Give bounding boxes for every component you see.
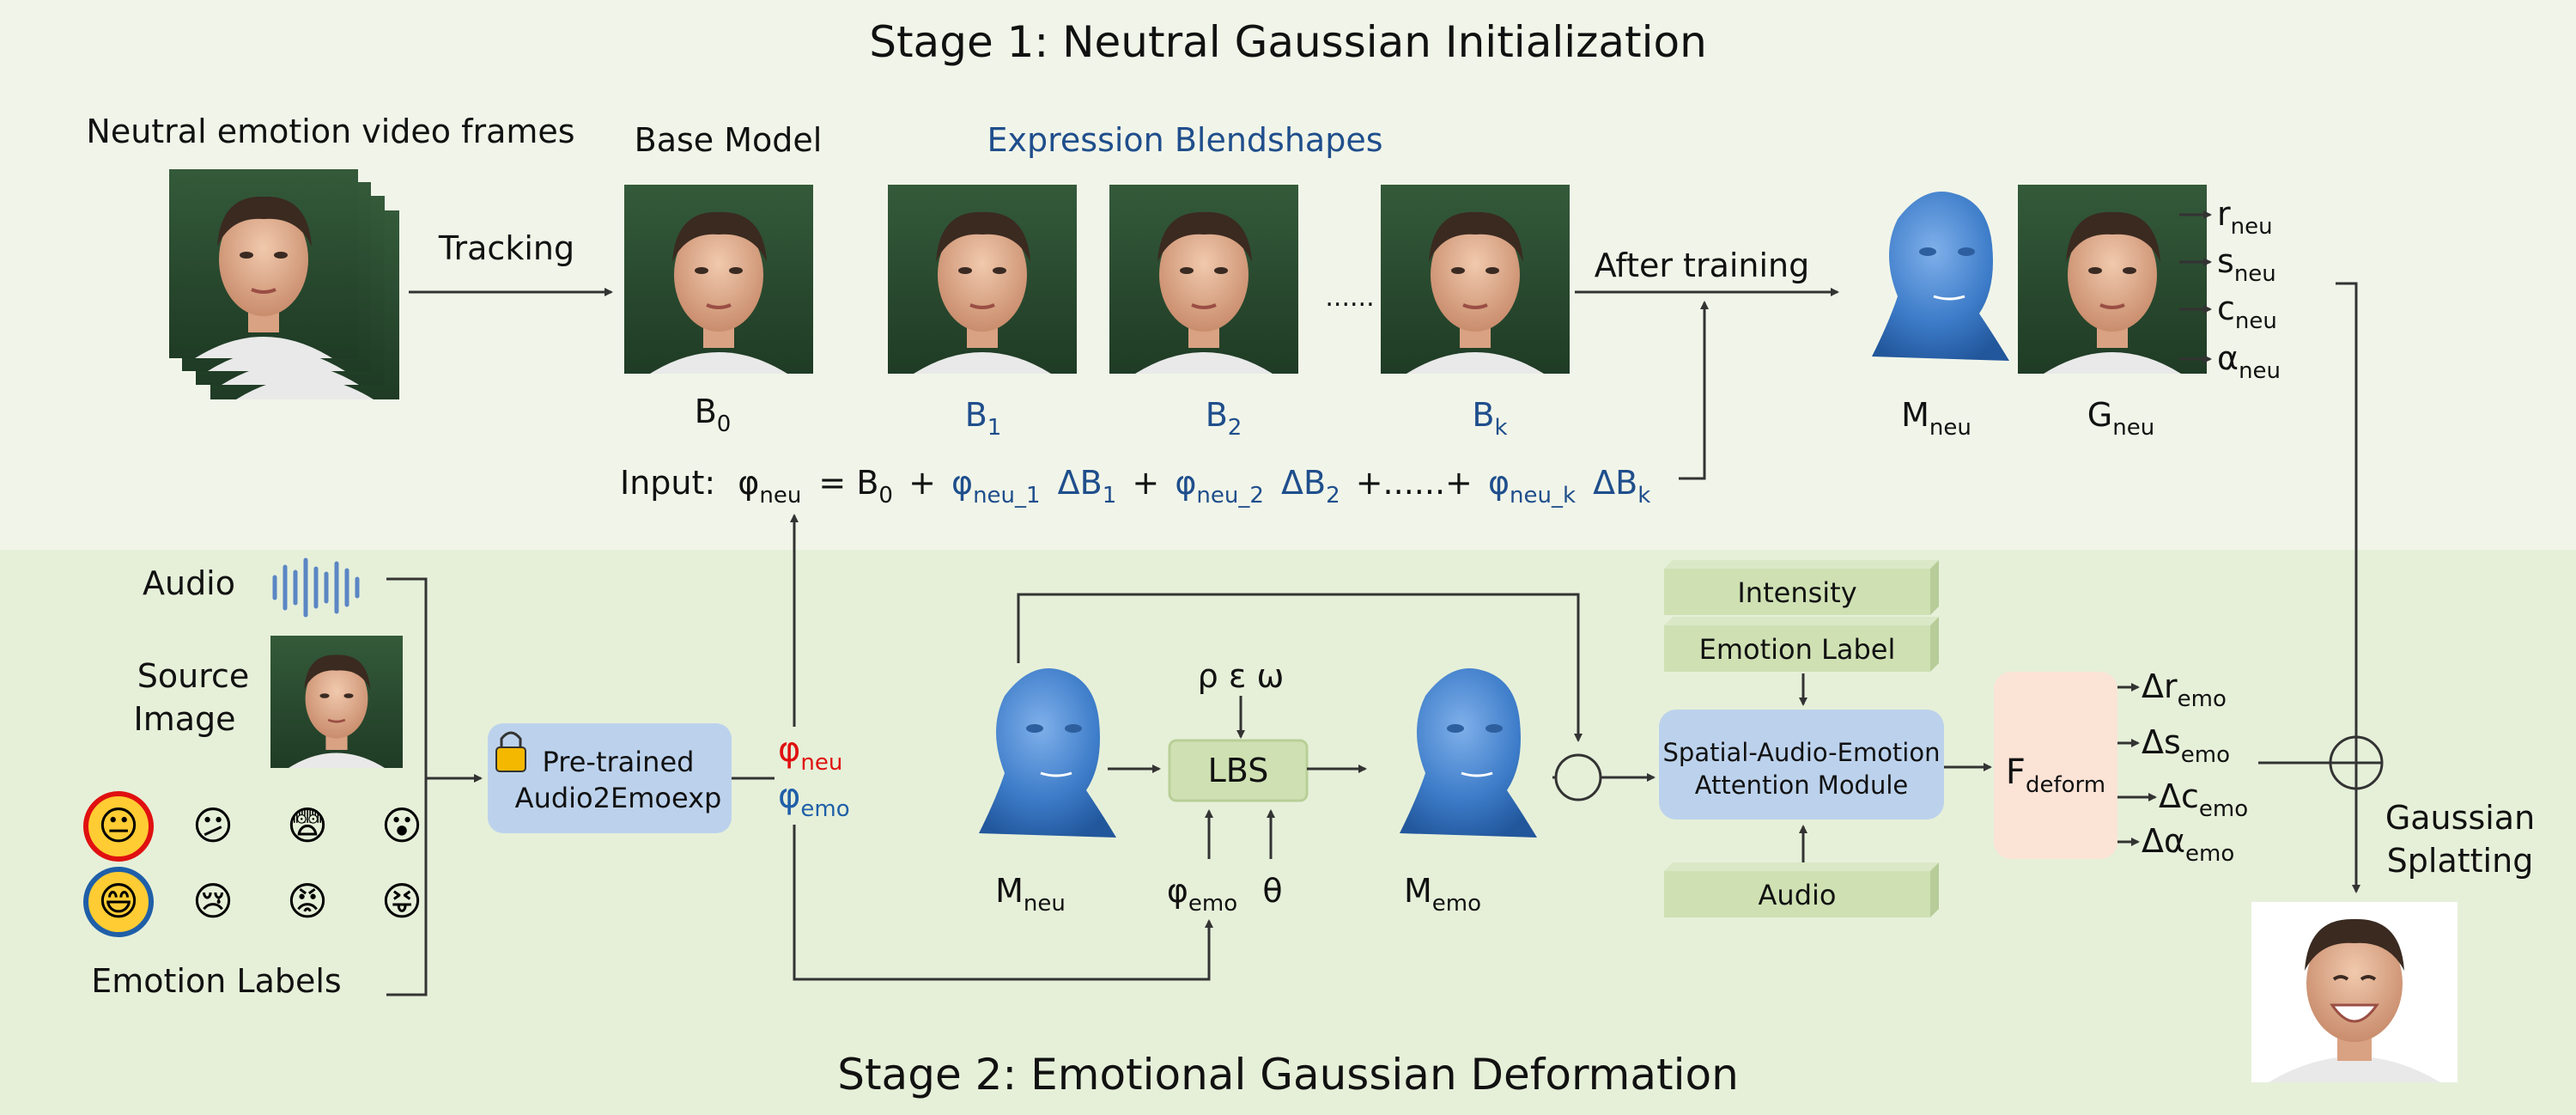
- audio-box: Audio: [1664, 862, 1939, 917]
- svg-text:Audio: Audio: [1759, 879, 1837, 911]
- formula: Input: φneu = B0 + φneu_1 ΔB1 + φneu_2 Δ…: [620, 464, 1650, 510]
- emotion-labels-label: Emotion Labels: [91, 962, 341, 1000]
- blendshapes-label: Expression Blendshapes: [987, 121, 1382, 159]
- neu-to-splat-line: [2336, 282, 2358, 740]
- bk-label: Bk: [1472, 396, 1507, 441]
- phi-emo-lbs-label: φemo: [1167, 872, 1237, 917]
- emo-deltas: Δremo Δsemo Δcemo Δαemo: [2117, 667, 2248, 867]
- lbs-label: LBS: [1208, 752, 1269, 789]
- b1-label: B1: [965, 396, 1002, 441]
- delta-s-emo-label: Δsemo: [2142, 723, 2230, 768]
- m-neu-label-stage2: Mneu: [995, 872, 1066, 917]
- fdeform-label: Fdeform: [2006, 752, 2105, 798]
- phi-neu-red: φneu: [778, 730, 842, 776]
- inputs-bracket: [386, 577, 428, 996]
- emoji-neutral: 😐: [98, 802, 139, 849]
- tracking-label: Tracking: [438, 229, 574, 267]
- audio-waveform-icon: [272, 558, 360, 618]
- emoji-confused: 😕: [192, 802, 234, 849]
- phi-emo-blue: φemo: [778, 777, 850, 822]
- oplus-circle: [2329, 735, 2384, 790]
- pretrained-box: [488, 723, 732, 833]
- pretrained-label-1: Pre-trained: [543, 746, 695, 778]
- emoji-angry: 😡: [287, 878, 328, 924]
- stage1-title: Stage 1: Neutral Gaussian Initialization: [869, 17, 1707, 67]
- b0-label: B0: [695, 393, 732, 437]
- source-image: [269, 634, 404, 770]
- blendshape-ellipsis: ......: [1325, 283, 1374, 313]
- attention-label-2: Attention Module: [1695, 771, 1909, 800]
- attention-label-1: Spatial-Audio-Emotion: [1663, 738, 1941, 767]
- lock-icon: [495, 731, 526, 772]
- fdeform-box: [1994, 672, 2117, 859]
- output-face-image: [2251, 902, 2458, 1082]
- after-training-label: After training: [1595, 247, 1810, 284]
- delta-r-emo-label: Δremo: [2142, 667, 2227, 712]
- stage2-title: Stage 2: Emotional Gaussian Deformation: [837, 1050, 1739, 1100]
- intensity-box: Intensity: [1664, 560, 1939, 615]
- emotion-emoji-grid: 😐 😕 😨 😮 😄 😢 😡 😝: [83, 791, 422, 937]
- svg-text:Intensity: Intensity: [1737, 576, 1856, 609]
- source-image-label-1: Source: [137, 657, 250, 695]
- lbs-params-label: ρ ε ω: [1198, 657, 1285, 695]
- blendshape-2-image: [1108, 183, 1300, 375]
- m-emo-label: Memo: [1404, 872, 1481, 917]
- formula-to-training-arrow: [1679, 301, 1709, 480]
- base-model-image: [623, 183, 815, 375]
- neu-outputs: rneu sneu cneu αneu: [2179, 195, 2281, 384]
- phi-emo-to-lbs-arrow: [793, 825, 1213, 981]
- audio-label: Audio: [143, 564, 235, 602]
- pretrained-label-2: Audio2Emoexp: [515, 782, 722, 814]
- attention-module-box: [1659, 710, 1944, 819]
- stage2-panel: [0, 550, 2576, 1115]
- video-frames-label: Neutral emotion video frames: [86, 113, 574, 150]
- emoji-surprised: 😮: [381, 802, 422, 849]
- g-neu-image: [2016, 183, 2208, 375]
- emoji-playful: 😝: [381, 878, 422, 924]
- s-neu-label: sneu: [2217, 242, 2276, 287]
- emoji-happy: 😄: [98, 878, 139, 924]
- emoji-fearful: 😨: [287, 802, 328, 849]
- alpha-neu-label: αneu: [2217, 339, 2281, 384]
- emoji-sad: 😢: [192, 878, 234, 924]
- video-frames-stack: [167, 168, 401, 401]
- mneu-skip-arrow: [1017, 593, 1583, 742]
- theta-label: θ: [1262, 872, 1282, 910]
- source-image-label-2: Image: [133, 700, 235, 738]
- r-neu-label: rneu: [2217, 195, 2273, 240]
- emotion-label-box: Emotion Label: [1664, 617, 1939, 672]
- b2-label: B2: [1206, 396, 1242, 441]
- blendshape-k-image: [1379, 183, 1571, 375]
- m-neu-label: Mneu: [1901, 396, 1971, 441]
- svg-text:Emotion Label: Emotion Label: [1699, 633, 1896, 666]
- delta-alpha-emo-label: Δαemo: [2142, 822, 2234, 867]
- lbs-box: [1168, 739, 1309, 802]
- gaussian-splatting-label-1: Gaussian: [2385, 799, 2535, 837]
- c-neu-label: cneu: [2217, 289, 2277, 334]
- delta-c-emo-label: Δcemo: [2159, 777, 2248, 822]
- base-model-label: Base Model: [635, 121, 823, 159]
- blendshape-1-image: [886, 183, 1078, 375]
- g-neu-label: Gneu: [2087, 396, 2154, 441]
- gaussian-splatting-label-2: Splatting: [2387, 842, 2534, 880]
